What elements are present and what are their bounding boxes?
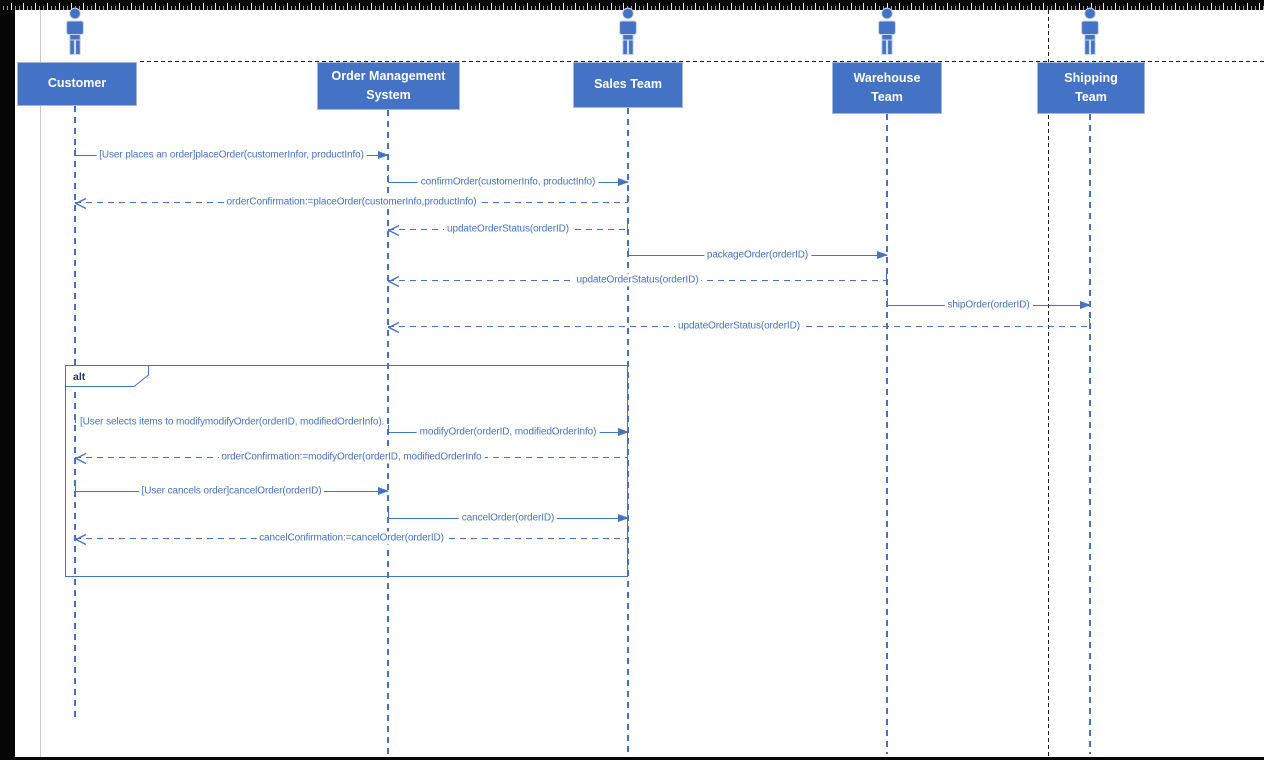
origin-tick: [626, 449, 628, 458]
participant-label: Shipping Team: [1064, 70, 1118, 104]
origin-tick: [885, 272, 887, 281]
message-label: modifyOrder(orderID, modifiedOrderInfo): [416, 425, 600, 439]
message-label: [User selects items to modifymodifyOrder…: [77, 415, 388, 429]
participant-label: Sales Team: [594, 77, 662, 92]
alt-fragment-frame[interactable]: alt: [65, 365, 628, 577]
participant-label: Warehouse Team: [853, 70, 921, 104]
page-margin-guide: [40, 10, 41, 757]
filled-arrowhead-icon: [378, 151, 389, 159]
message-label: cancelOrder(orderID): [458, 511, 558, 525]
filled-arrowhead-icon: [877, 251, 888, 259]
origin-tick: [75, 483, 77, 492]
filled-arrowhead-icon: [618, 514, 629, 522]
actor-icon-sales-team[interactable]: [611, 7, 645, 66]
origin-tick: [626, 530, 628, 539]
open-arrowhead-icon: [387, 275, 400, 293]
participant-box-customer[interactable]: Customer: [17, 62, 137, 106]
filled-arrowhead-icon: [618, 428, 629, 436]
origin-tick: [388, 510, 390, 519]
participant-box-order-management-system[interactable]: Order Management System: [317, 62, 460, 110]
participant-box-warehouse-team[interactable]: Warehouse Team: [832, 62, 942, 114]
lifeline-warehouse-team[interactable]: [886, 114, 888, 754]
filled-arrowhead-icon: [1080, 301, 1091, 309]
message-label: updateOrderStatus(orderID): [675, 319, 803, 333]
window-edge-bottom: [0, 757, 1264, 760]
actor-icon-customer[interactable]: [58, 7, 92, 66]
origin-tick: [388, 424, 390, 433]
open-arrowhead-icon: [387, 224, 400, 242]
origin-tick: [388, 174, 390, 183]
participant-label: Customer: [47, 76, 107, 91]
window-edge-left: [0, 10, 15, 757]
message-label: [User cancels order]cancelOrder(orderID): [138, 484, 325, 498]
open-arrowhead-icon: [387, 321, 400, 339]
lifeline-shipping-team[interactable]: [1089, 114, 1091, 754]
participant-box-shipping-team[interactable]: Shipping Team: [1037, 62, 1145, 114]
open-arrowhead-icon: [74, 533, 87, 551]
message-label: [User places an order]placeOrder(custome…: [96, 148, 367, 162]
message-label: orderConfirmation:=placeOrder(customerIn…: [223, 195, 480, 209]
origin-tick: [75, 414, 77, 423]
message-label: confirmOrder(customerInfo, productInfo): [417, 175, 599, 189]
message-label: updateOrderStatus(orderID): [444, 222, 572, 236]
page-break-vertical: [1048, 10, 1049, 757]
actor-icon-shipping-team[interactable]: [1073, 7, 1107, 66]
message-label: shipOrder(orderID): [944, 298, 1033, 312]
message-label: orderConfirmation:=modifyOrder(orderID, …: [218, 450, 485, 464]
origin-tick: [75, 147, 77, 156]
origin-tick: [626, 221, 628, 230]
lifeline-customer[interactable]: [74, 106, 76, 722]
alt-operator-label: alt: [73, 371, 86, 383]
message-label: packageOrder(orderID): [703, 248, 812, 262]
participant-label: Order Management System: [331, 68, 446, 102]
origin-tick: [626, 194, 628, 203]
horizontal-ruler: [0, 0, 1264, 10]
alt-fragment-tab: alt: [65, 365, 150, 393]
message-label: updateOrderStatus(orderID): [573, 273, 702, 287]
origin-tick: [887, 297, 889, 306]
participant-box-sales-team[interactable]: Sales Team: [573, 62, 683, 108]
filled-arrowhead-icon: [378, 487, 389, 495]
page-break-horizontal: [140, 61, 1264, 62]
message-label: cancelConfirmation:=cancelOrder(orderID): [256, 531, 447, 545]
open-arrowhead-icon: [74, 452, 87, 470]
origin-tick: [1088, 318, 1090, 327]
actor-icon-warehouse-team[interactable]: [870, 7, 904, 66]
origin-tick: [628, 247, 630, 256]
open-arrowhead-icon: [74, 197, 87, 215]
filled-arrowhead-icon: [618, 178, 629, 186]
